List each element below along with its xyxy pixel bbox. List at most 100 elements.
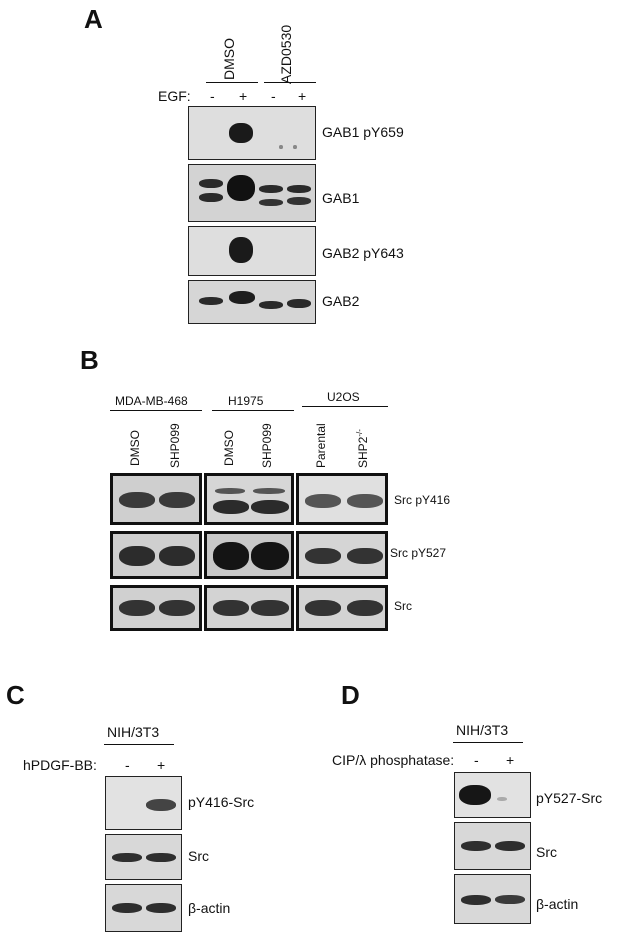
panel-letter-d: D	[341, 680, 360, 710]
blot-label: Src	[394, 599, 412, 613]
lane-label-text: SHP2	[356, 436, 370, 468]
cell-line-label: U2OS	[327, 390, 360, 404]
band	[461, 841, 491, 851]
group-label-azd0530: AZD0530	[278, 24, 294, 84]
blot-label: β-actin	[536, 896, 579, 912]
band	[259, 301, 283, 309]
band	[251, 600, 289, 616]
band	[227, 175, 255, 201]
lane-label: SHP099	[260, 423, 274, 468]
band	[287, 197, 311, 205]
superscript: -/-	[355, 429, 364, 437]
blot-src-mda	[110, 585, 202, 631]
panel-letter-a: A	[84, 4, 103, 34]
lane-sign: +	[157, 757, 166, 773]
band	[229, 291, 255, 304]
blot-gab2	[188, 280, 316, 324]
group-label-dmso: DMSO	[221, 38, 237, 80]
blot-src-py416-u2os	[296, 473, 388, 525]
band	[305, 600, 341, 616]
band	[159, 492, 195, 508]
blot-actin-d	[454, 874, 531, 924]
lane-label-shp2: SHP2-/-	[355, 429, 370, 468]
band	[146, 853, 176, 862]
lane-sign: -	[125, 757, 130, 773]
band	[497, 797, 507, 801]
blot-actin-c	[105, 884, 182, 932]
band	[347, 494, 383, 508]
band	[213, 600, 249, 616]
band	[259, 199, 283, 206]
band	[112, 853, 142, 862]
lane-sign: -	[271, 88, 276, 104]
cell-line-label: H1975	[228, 394, 264, 408]
blot-gab1-py659	[188, 106, 316, 160]
lane-label: SHP099	[168, 423, 182, 468]
band	[213, 500, 249, 514]
lane-sign: -	[210, 88, 215, 104]
band	[461, 895, 491, 905]
band	[305, 494, 341, 508]
blot-label: GAB1 pY659	[322, 124, 404, 140]
blot-label: β-actin	[188, 900, 231, 916]
blot-label: pY416-Src	[188, 794, 255, 810]
band	[199, 179, 223, 188]
band	[229, 123, 253, 143]
group-line	[110, 410, 202, 411]
band	[146, 903, 176, 913]
lane-label: Parental	[314, 423, 328, 468]
band	[279, 145, 283, 149]
blot-label: Src	[536, 844, 557, 860]
blot-gab2-py643	[188, 226, 316, 276]
band	[253, 488, 285, 494]
lane-sign: -	[474, 752, 479, 768]
blot-src-py416-mda	[110, 473, 202, 525]
blot-src-py416-h1975	[204, 473, 294, 525]
band	[119, 546, 155, 566]
group-line	[212, 410, 294, 411]
band	[199, 297, 223, 305]
blot-label: Src pY416	[394, 493, 451, 507]
band	[459, 785, 491, 805]
band	[293, 145, 297, 149]
egf-label: EGF:	[158, 88, 191, 104]
blot-src-py527-u2os	[296, 531, 388, 579]
group-line	[104, 744, 174, 745]
blot-src-h1975	[204, 585, 294, 631]
blot-label: pY527-Src	[536, 790, 603, 806]
lane-sign: +	[239, 88, 248, 104]
band	[159, 600, 195, 616]
blot-label: GAB2	[322, 293, 360, 309]
band	[213, 542, 249, 570]
blot-src-c	[105, 834, 182, 880]
band	[495, 841, 525, 851]
blot-label: Src pY527	[390, 546, 447, 560]
panel-letter-c: C	[6, 680, 25, 710]
blot-src-py527-h1975	[204, 531, 294, 579]
blot-label: Src	[188, 848, 209, 864]
band	[287, 299, 311, 308]
band	[251, 500, 289, 514]
blot-src-u2os	[296, 585, 388, 631]
blot-label: GAB2 pY643	[322, 245, 404, 261]
lane-sign: +	[298, 88, 307, 104]
blot-py416-src	[105, 776, 182, 830]
band	[305, 548, 341, 564]
band	[119, 492, 155, 508]
band	[146, 799, 176, 811]
group-line	[302, 406, 388, 407]
cell-line-label: NIH/3T3	[456, 722, 509, 738]
lane-label: DMSO	[128, 430, 142, 466]
cell-line-label: NIH/3T3	[107, 724, 160, 740]
band	[119, 600, 155, 616]
band	[287, 185, 311, 193]
treatment-label: CIP/λ phosphatase:	[332, 752, 455, 768]
band	[495, 895, 525, 904]
band	[347, 548, 383, 564]
band	[215, 488, 245, 494]
panel-letter-b: B	[80, 345, 99, 375]
lane-sign: +	[506, 752, 515, 768]
band	[251, 542, 289, 570]
band	[347, 600, 383, 616]
treatment-label: hPDGF-BB:	[23, 757, 97, 773]
